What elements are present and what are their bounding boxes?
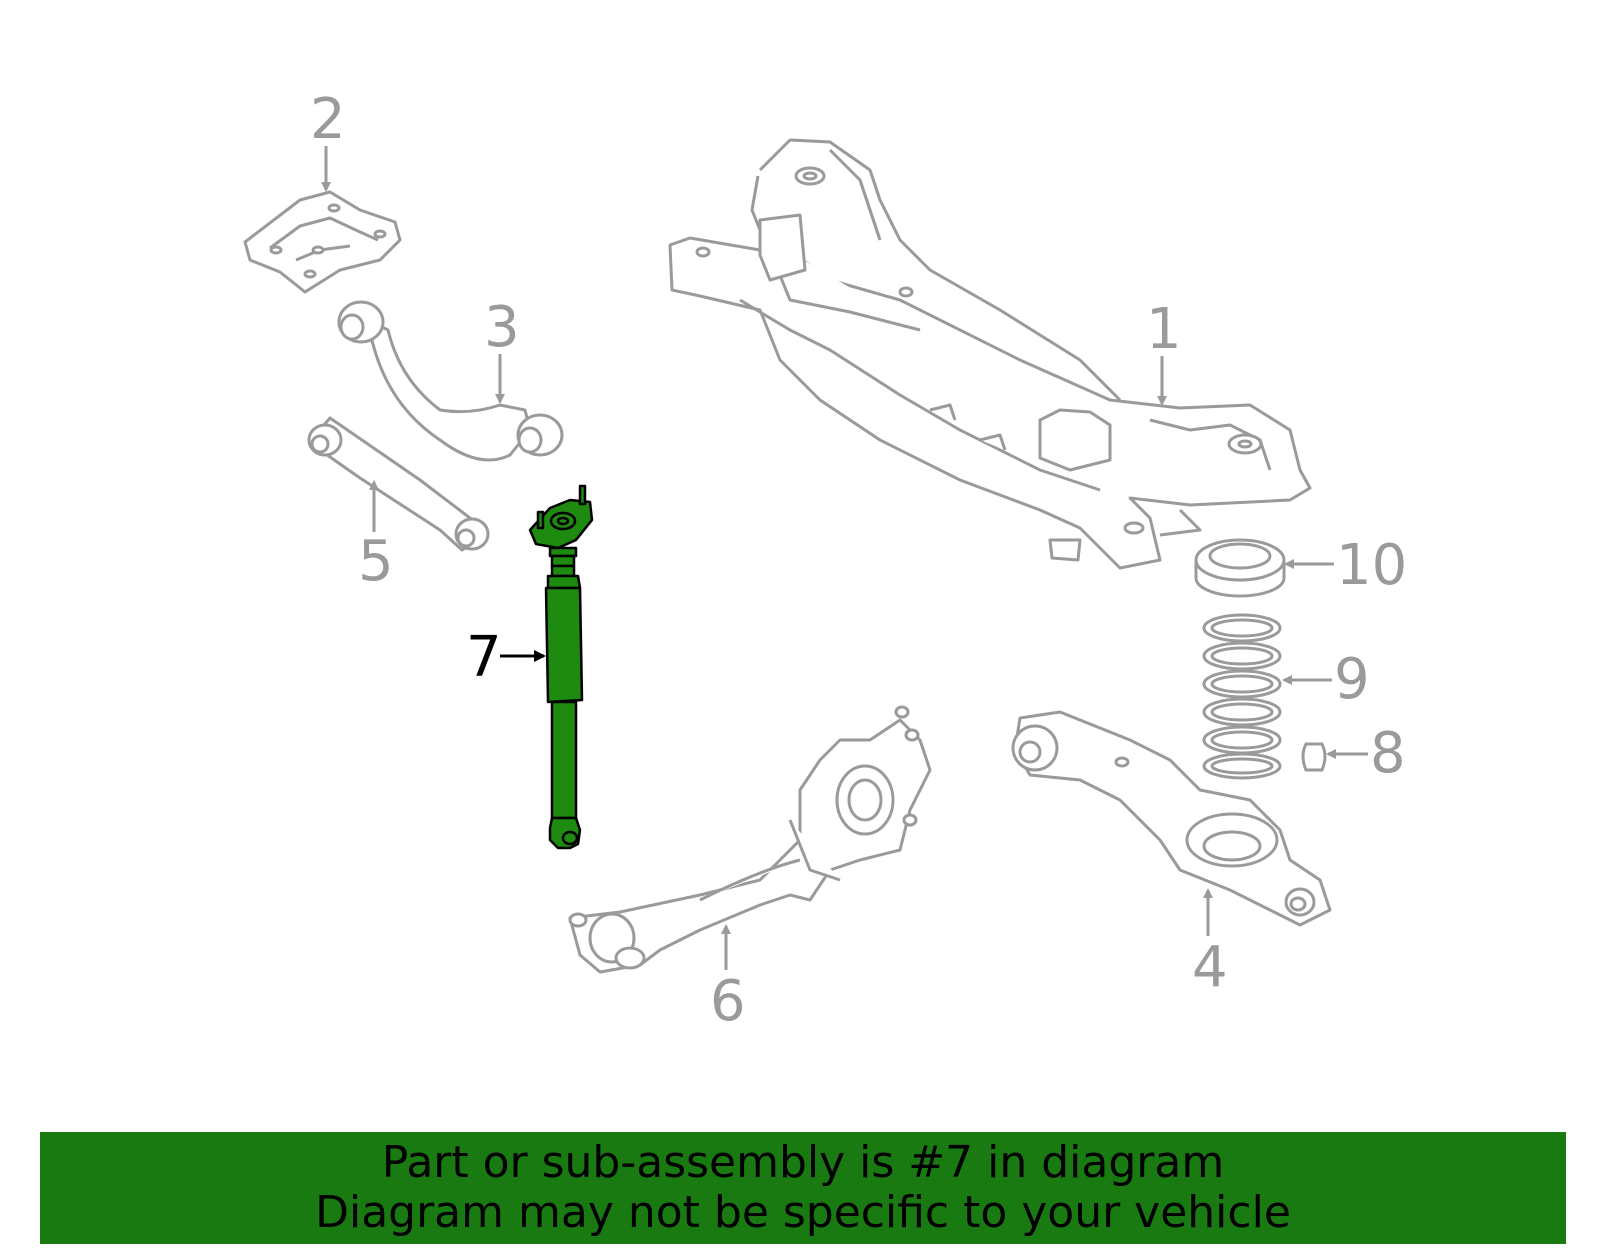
part-1-subframe[interactable] <box>668 138 1312 570</box>
part-8-bump-stop[interactable] <box>1301 742 1327 772</box>
callout-9[interactable]: 9 <box>1334 647 1370 712</box>
callout-8[interactable]: 8 <box>1370 721 1406 786</box>
part-9-coil-spring[interactable] <box>1202 613 1282 780</box>
part-2-bracket[interactable] <box>243 190 402 294</box>
callout-5[interactable]: 5 <box>358 529 394 594</box>
part-5-lateral-link[interactable] <box>307 416 490 552</box>
callout-3[interactable]: 3 <box>484 295 520 360</box>
callout-1[interactable]: 1 <box>1146 297 1182 362</box>
banner-line-1: Part or sub-assembly is #7 in diagram <box>381 1137 1225 1188</box>
callout-4[interactable]: 4 <box>1192 935 1228 1000</box>
part-10-spring-seat[interactable] <box>1194 538 1286 598</box>
part-7-shock-absorber[interactable] <box>528 484 594 850</box>
part-4-lower-arm[interactable] <box>1011 710 1332 927</box>
part-3-upper-arm[interactable] <box>337 300 564 462</box>
callout-10[interactable]: 10 <box>1336 533 1408 598</box>
banner-line-2: Diagram may not be specific to your vehi… <box>315 1187 1291 1238</box>
callout-7[interactable]: 7 <box>466 625 502 690</box>
leader-lines <box>321 146 1368 970</box>
callout-6[interactable]: 6 <box>710 969 746 1034</box>
part-6-trailing-arm[interactable] <box>568 705 932 974</box>
info-banner: Part or sub-assembly is #7 in diagram Di… <box>40 1132 1566 1244</box>
callout-2[interactable]: 2 <box>310 87 346 152</box>
